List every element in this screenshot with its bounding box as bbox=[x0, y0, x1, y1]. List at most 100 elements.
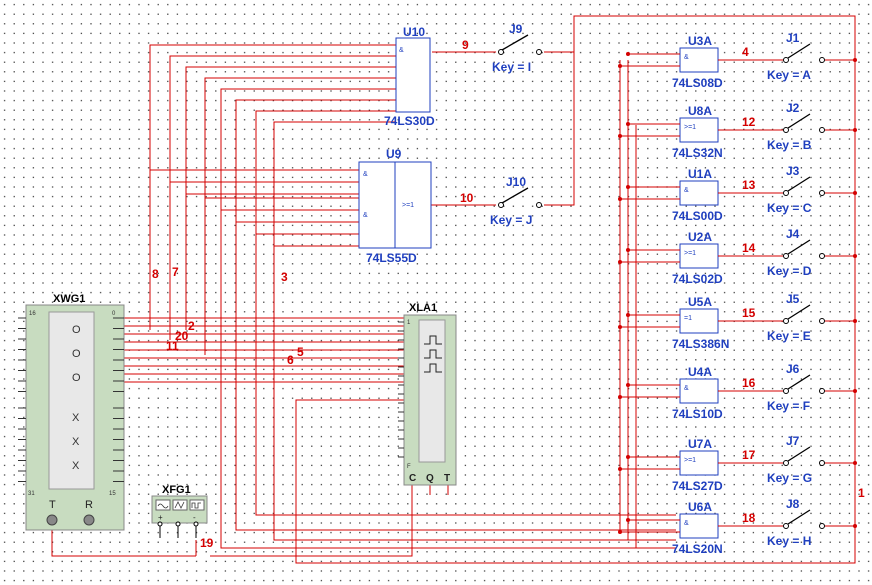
xwg1-row-5: X bbox=[72, 436, 80, 448]
gate-net: 18 bbox=[742, 511, 756, 525]
xwg1-pin-0: 0 bbox=[112, 311, 116, 317]
u10-symbol: & bbox=[399, 47, 404, 54]
net-labels: 1 2 3 5 6 7 8 11 19 20 bbox=[152, 265, 865, 550]
xla1-q-label: Q bbox=[426, 473, 434, 484]
u9-symbol-left2: & bbox=[363, 212, 368, 219]
net-label-5: 5 bbox=[297, 345, 304, 359]
xla1-pin-top: 1 bbox=[407, 320, 411, 326]
switch-key: Key = E bbox=[767, 329, 811, 343]
gate-net: 17 bbox=[742, 448, 756, 462]
u9-part: 74LS55D bbox=[366, 251, 417, 265]
switch-ref: J8 bbox=[786, 497, 800, 511]
xwg1-pins bbox=[18, 317, 124, 482]
j9-key: Key = I bbox=[492, 60, 531, 74]
gate-ref: U1A bbox=[688, 167, 712, 181]
net-label-2: 2 bbox=[188, 319, 195, 333]
xwg1-pin-15: 15 bbox=[109, 491, 116, 497]
xfg1-function-generator[interactable]: XFG1 + - bbox=[151, 484, 208, 538]
gate-symbol: & bbox=[684, 187, 689, 194]
xwg1-row-2: O bbox=[72, 348, 81, 360]
xwg1-pin-31: 31 bbox=[28, 491, 35, 497]
xwg1-pin-16: 16 bbox=[29, 311, 36, 317]
gate-ref: U3A bbox=[688, 34, 712, 48]
j10-key: Key = J bbox=[490, 213, 532, 227]
gate-net: 14 bbox=[742, 241, 756, 255]
gate-part: 74LS02D bbox=[672, 272, 723, 286]
switch-key: Key = B bbox=[767, 138, 812, 152]
gate-ref: U4A bbox=[688, 365, 712, 379]
xla1-name: XLA1 bbox=[409, 302, 437, 314]
xfg1-plus: + bbox=[158, 513, 163, 522]
net-label-11: 11 bbox=[166, 339, 179, 353]
gate-net: 13 bbox=[742, 178, 756, 192]
xla1-c-label: C bbox=[409, 473, 416, 484]
switch-ref: J2 bbox=[786, 101, 800, 115]
gate-part: 74LS386N bbox=[672, 337, 729, 351]
xwg1-row-3: O bbox=[72, 372, 81, 384]
gate-net: 12 bbox=[742, 115, 756, 129]
switch-key: Key = C bbox=[767, 201, 812, 215]
switch-key: Key = G bbox=[767, 471, 812, 485]
xwg1-row-1: O bbox=[72, 324, 81, 336]
u10-part: 74LS30D bbox=[384, 114, 435, 128]
u10-gate[interactable]: & U10 74LS30D bbox=[384, 25, 435, 128]
gate-ref: U6A bbox=[688, 500, 712, 514]
gate-symbol: & bbox=[684, 520, 689, 527]
xwg1-r-label: R bbox=[85, 499, 93, 511]
switch-ref: J4 bbox=[786, 227, 800, 241]
gate-symbol: & bbox=[684, 54, 689, 61]
xwg1-word-generator[interactable]: XWG1 16 0 31 15 O O O X X X T R bbox=[18, 293, 125, 531]
j9-ref: J9 bbox=[509, 22, 523, 36]
xla1-pins bbox=[398, 321, 404, 458]
xwg1-t-label: T bbox=[49, 499, 56, 511]
switch-key: Key = A bbox=[767, 68, 811, 82]
switch-j10[interactable]: 10 J10 Key = J bbox=[460, 175, 542, 227]
j10-ref: J10 bbox=[506, 175, 526, 189]
switch-key: Key = D bbox=[767, 264, 812, 278]
xwg1-row-6: X bbox=[72, 460, 80, 472]
switch-j9[interactable]: 9 J9 Key = I bbox=[462, 22, 542, 74]
gate-net: 16 bbox=[742, 376, 756, 390]
gate-symbol: & bbox=[684, 385, 689, 392]
gate-symbol: >=1 bbox=[684, 457, 696, 464]
gate-net: 15 bbox=[742, 306, 756, 320]
net-label-19: 19 bbox=[200, 536, 214, 550]
xla1-logic-analyzer[interactable]: XLA1 1 F C Q T bbox=[398, 302, 457, 486]
gate-ref: U5A bbox=[688, 295, 712, 309]
j9-net: 9 bbox=[462, 38, 469, 52]
gate-net: 4 bbox=[742, 45, 749, 59]
net-label-6: 6 bbox=[287, 353, 294, 367]
gate-part: 74LS20N bbox=[672, 542, 723, 556]
gate-part: 74LS08D bbox=[672, 76, 723, 90]
switch-key: Key = H bbox=[767, 534, 811, 548]
gate-symbol: >=1 bbox=[684, 124, 696, 131]
u9-ref: U9 bbox=[386, 147, 402, 161]
xwg1-name: XWG1 bbox=[53, 293, 85, 305]
gate-part: 74LS27D bbox=[672, 479, 723, 493]
xwg1-r-terminal[interactable] bbox=[83, 514, 95, 526]
u9-symbol-right: >=1 bbox=[402, 202, 414, 209]
xwg1-t-terminal[interactable] bbox=[46, 514, 58, 526]
switch-key: Key = F bbox=[767, 399, 810, 413]
gate-part: 74LS32N bbox=[672, 146, 723, 160]
net-label-3: 3 bbox=[281, 270, 288, 284]
net-label-20: 20 bbox=[175, 329, 189, 343]
u9-gate[interactable]: & & >=1 U9 74LS55D bbox=[358, 147, 432, 265]
gate-ref: U2A bbox=[688, 230, 712, 244]
switch-ref: J3 bbox=[786, 164, 800, 178]
gate-part: 74LS00D bbox=[672, 209, 723, 223]
gate-ref: U7A bbox=[688, 437, 712, 451]
wires-static bbox=[51, 15, 856, 564]
gate-part: 74LS10D bbox=[672, 407, 723, 421]
switch-ref: J7 bbox=[786, 434, 800, 448]
